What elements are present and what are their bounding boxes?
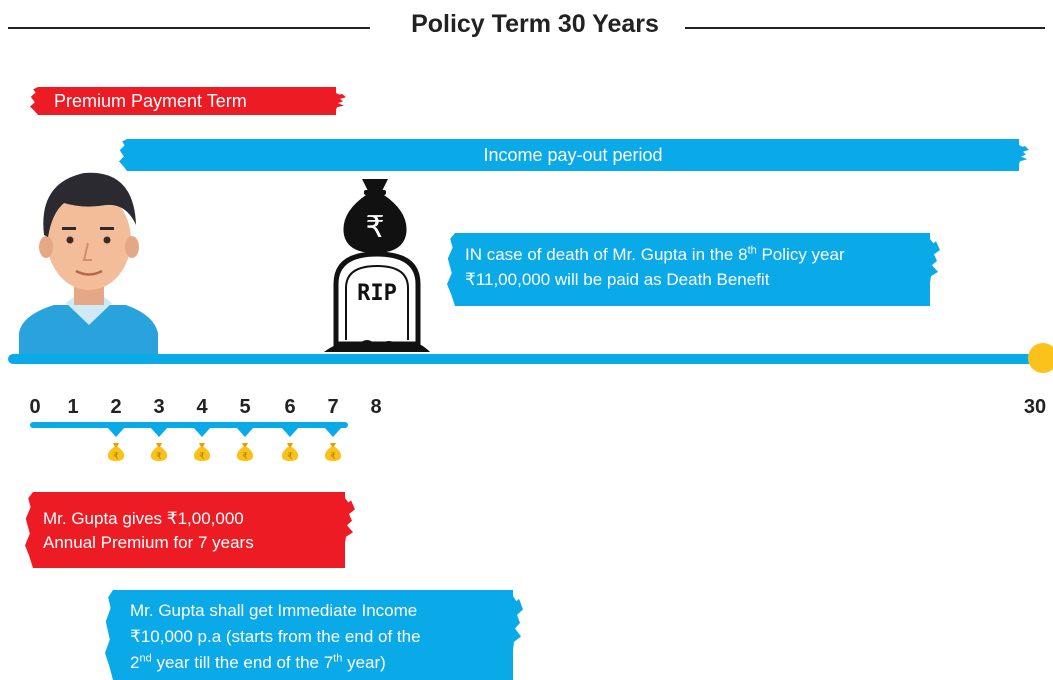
coin-bag-icon: ₹ <box>236 443 254 462</box>
coin-bag-icon: ₹ <box>193 443 211 462</box>
money-bag-rupee-symbol: ₹ <box>365 210 384 245</box>
tombstone-text: RIP <box>357 281 397 306</box>
income-note: Mr. Gupta shall get Immediate Income ₹10… <box>113 590 513 680</box>
timeline-end-dot <box>1028 343 1053 373</box>
payout-pointer <box>236 427 254 437</box>
income-note-line3-sup1: nd <box>139 652 152 665</box>
coin-bag-rupee: ₹ <box>199 452 205 462</box>
payout-pointer <box>193 427 211 437</box>
timeline-tick: 1 <box>67 396 79 418</box>
coin-bag-rupee: ₹ <box>113 452 119 462</box>
coin-bag-rupee: ₹ <box>156 452 162 462</box>
timeline-tick: 3 <box>153 396 165 418</box>
income-note-line2: ₹10,000 p.a (starts from the end of the <box>130 627 421 646</box>
death-note-line1-pre: IN case of death of Mr. Gupta in the 8 <box>465 245 748 264</box>
death-benefit-note: IN case of death of Mr. Gupta in the 8th… <box>455 233 930 306</box>
timeline-tick: 0 <box>29 396 41 418</box>
coin-bag-icon: ₹ <box>324 443 342 462</box>
money-bag-icon: ₹ <box>343 179 407 253</box>
premium-note: Mr. Gupta gives ₹1,00,000 Annual Premium… <box>33 492 345 568</box>
income-note-line3-sup2: th <box>333 652 343 665</box>
death-note-line1-sup: th <box>747 244 757 257</box>
timeline-tick: 4 <box>196 396 208 418</box>
income-note-line3-c: year) <box>342 653 386 672</box>
death-note-line1-post: Policy year <box>756 245 845 264</box>
premium-subline <box>30 422 348 428</box>
timeline-tick: 30 <box>1023 396 1047 418</box>
death-note-line2: ₹11,00,000 will be paid as Death Benefit <box>465 270 770 289</box>
coin-bag-rupee: ₹ <box>287 452 293 462</box>
income-note-line1: Mr. Gupta shall get Immediate Income <box>130 601 418 620</box>
coin-bag-rupee: ₹ <box>330 452 336 462</box>
coin-bag-icon: ₹ <box>150 443 168 462</box>
coin-bag-rupee: ₹ <box>242 452 248 462</box>
premium-note-line2: Annual Premium for 7 years <box>43 533 254 552</box>
person-avatar <box>19 172 158 355</box>
payout-pointer <box>324 427 342 437</box>
payout-pointer <box>281 427 299 437</box>
title-rule-right <box>685 27 1045 29</box>
timeline-tick: 5 <box>239 396 251 418</box>
income-note-line3-b: year till the end of the 7 <box>151 653 334 672</box>
tombstone-icon: RIP <box>324 251 430 352</box>
coin-bag-icon: ₹ <box>107 443 125 462</box>
timeline-tick: 6 <box>284 396 296 418</box>
timeline-bar <box>8 354 1043 364</box>
timeline-tick: 2 <box>110 396 122 418</box>
page-title: Policy Term 30 Years <box>411 10 659 38</box>
coin-bag-icon: ₹ <box>281 443 299 462</box>
income-payout-label: Income pay-out period <box>483 145 663 165</box>
title-rule-left <box>8 27 370 29</box>
premium-payment-term-banner: Premium Payment Term <box>38 87 336 115</box>
payout-pointer <box>107 427 125 437</box>
income-payout-banner: Income pay-out period <box>127 139 1019 171</box>
timeline-tick: 8 <box>370 396 382 418</box>
premium-note-line1: Mr. Gupta gives ₹1,00,000 <box>43 509 244 528</box>
income-note-line3-a: 2 <box>130 653 140 672</box>
payout-pointer <box>150 427 168 437</box>
timeline-tick: 7 <box>327 396 339 418</box>
premium-payment-term-label: Premium Payment Term <box>54 91 247 111</box>
